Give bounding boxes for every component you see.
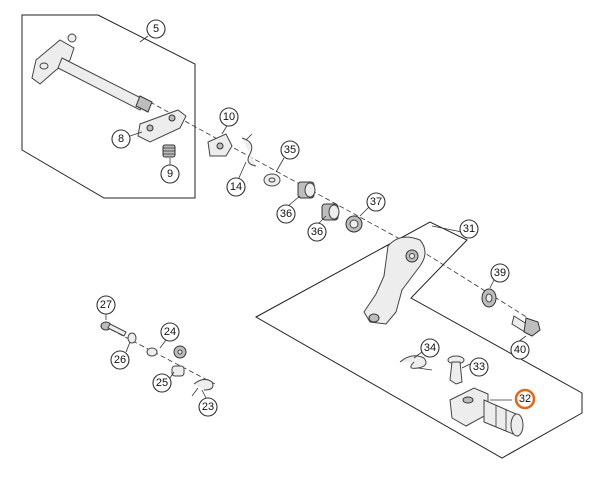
svg-text:23: 23 <box>202 401 214 413</box>
callout-31: 31 <box>459 219 479 239</box>
svg-text:36: 36 <box>280 208 292 220</box>
svg-text:32: 32 <box>519 393 531 405</box>
locking-part-10 <box>207 133 233 157</box>
callout-24: 24 <box>160 322 180 342</box>
svg-text:25: 25 <box>156 377 168 389</box>
shift-tip-32 <box>449 387 524 437</box>
svg-text:31: 31 <box>463 223 475 235</box>
shift-shaft <box>31 33 153 113</box>
callout-33: 33 <box>469 357 489 377</box>
svg-text:39: 39 <box>494 267 506 279</box>
svg-text:8: 8 <box>118 133 124 145</box>
svg-text:35: 35 <box>284 144 296 156</box>
callout-27: 27 <box>96 295 116 315</box>
spring-23 <box>191 378 214 397</box>
svg-text:36: 36 <box>311 226 323 238</box>
assembly-5-frame <box>21 14 196 199</box>
callout-39: 39 <box>490 263 510 283</box>
shaft-axis-line <box>149 101 421 251</box>
spring-clip-14 <box>241 133 257 167</box>
callout-40: 40 <box>510 340 530 360</box>
callout-10: 10 <box>219 107 239 127</box>
svg-text:24: 24 <box>164 326 176 338</box>
screw-27 <box>100 321 127 337</box>
shift-lever-plate <box>137 109 187 143</box>
svg-text:14: 14 <box>230 181 242 193</box>
callout-34: 34 <box>420 338 440 358</box>
washer-26 <box>127 332 137 344</box>
callout-32[interactable]: 32 <box>514 388 536 410</box>
svg-text:26: 26 <box>114 354 126 366</box>
callout-36-a: 36 <box>276 204 296 224</box>
svg-text:37: 37 <box>370 196 382 208</box>
leader-lines <box>105 35 527 401</box>
spring-9 <box>162 144 176 158</box>
pin-33 <box>447 355 465 385</box>
callout-8: 8 <box>111 129 131 149</box>
callout-37: 37 <box>366 192 386 212</box>
shift-lever-31 <box>363 236 426 325</box>
callout-25: 25 <box>152 373 172 393</box>
svg-text:27: 27 <box>100 299 112 311</box>
bolt-40 <box>511 315 541 337</box>
bolt-axis-line <box>419 249 529 319</box>
callout-26: 26 <box>110 350 130 370</box>
svg-text:10: 10 <box>223 111 235 123</box>
washer-bushing-24 <box>146 345 187 359</box>
bearing-36-a <box>297 181 316 199</box>
svg-text:34: 34 <box>424 342 436 354</box>
assembly-31-frame <box>254 221 583 459</box>
callout-9: 9 <box>160 164 180 184</box>
svg-text:9: 9 <box>167 168 173 180</box>
svg-text:33: 33 <box>473 361 485 373</box>
callout-35: 35 <box>280 140 300 160</box>
callout-14: 14 <box>226 177 246 197</box>
bushing-25 <box>171 365 185 377</box>
callout-36-b: 36 <box>307 222 327 242</box>
svg-text:40: 40 <box>514 344 526 356</box>
callout-5: 5 <box>146 19 166 39</box>
clip-34 <box>399 355 433 371</box>
svg-text:5: 5 <box>153 23 159 35</box>
callout-23: 23 <box>198 397 218 417</box>
